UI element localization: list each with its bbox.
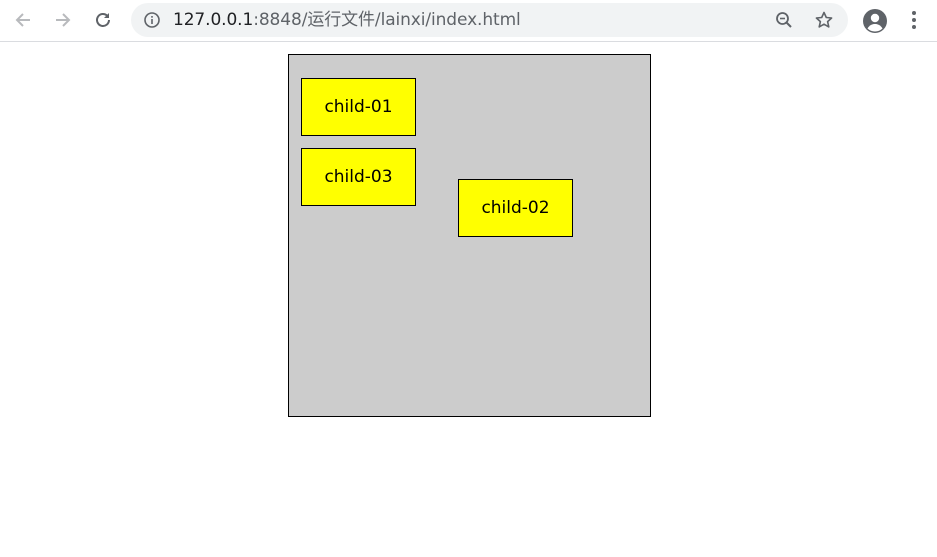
url-path: :8848/运行文件/lainxi/index.html — [253, 10, 521, 30]
back-arrow-icon — [15, 13, 30, 27]
star-icon[interactable] — [814, 10, 834, 30]
address-bar[interactable]: 127.0.0.1:8848/运行文件/lainxi/index.html — [131, 3, 848, 37]
url-text[interactable]: 127.0.0.1:8848/运行文件/lainxi/index.html — [173, 3, 521, 37]
account-icon[interactable] — [861, 7, 889, 35]
child-box-01: child-01 — [301, 78, 416, 136]
info-icon[interactable] — [143, 11, 161, 29]
reload-button[interactable] — [88, 5, 118, 35]
page-viewport: child-01 child-03 child-02 — [0, 43, 937, 557]
zoom-out-icon[interactable] — [774, 10, 794, 30]
url-host: 127.0.0.1 — [173, 10, 254, 30]
browser-toolbar: 127.0.0.1:8848/运行文件/lainxi/index.html — [0, 0, 937, 42]
child-box-03: child-03 — [301, 148, 416, 206]
forward-arrow-icon — [56, 13, 71, 27]
forward-button[interactable] — [48, 5, 78, 35]
reload-icon — [96, 13, 110, 27]
child-box-02: child-02 — [458, 179, 573, 237]
parent-container: child-01 child-03 child-02 — [288, 54, 651, 417]
kebab-menu-icon[interactable] — [904, 9, 924, 31]
back-button[interactable] — [8, 5, 38, 35]
